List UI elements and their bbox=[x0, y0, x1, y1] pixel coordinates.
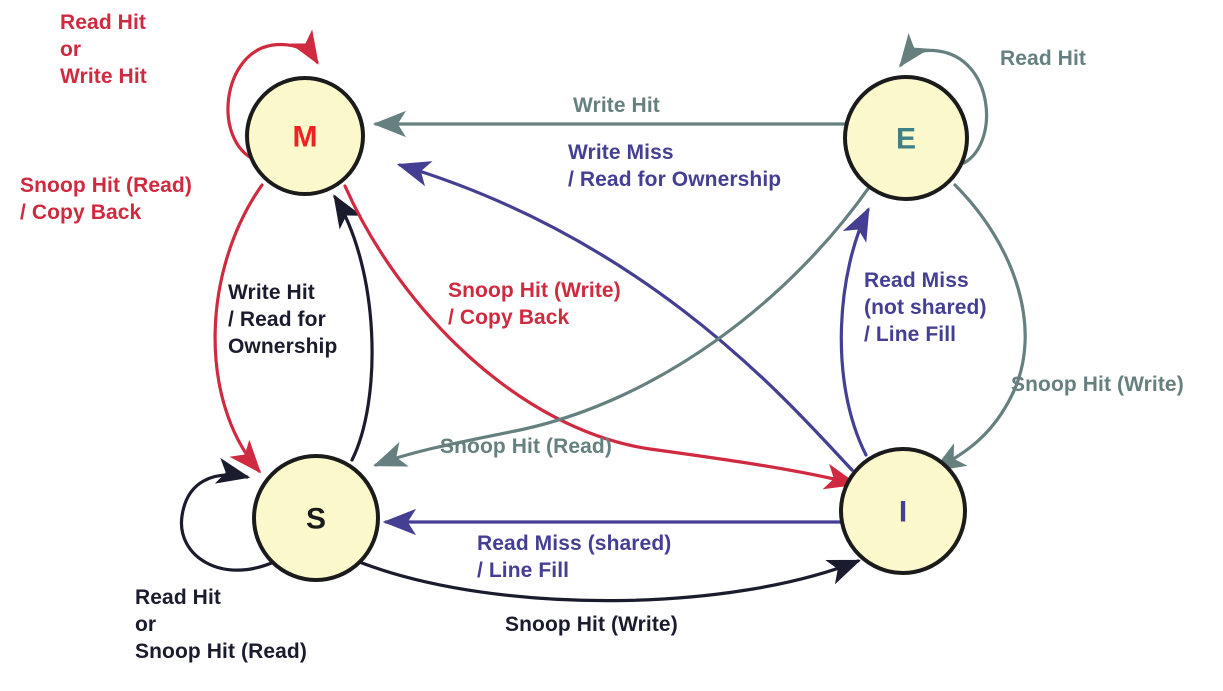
node-s[interactable]: S bbox=[252, 454, 380, 582]
node-e-label: E bbox=[896, 123, 916, 156]
node-s-circle[interactable] bbox=[252, 454, 380, 582]
node-i-circle[interactable] bbox=[839, 447, 967, 575]
node-m[interactable]: M bbox=[245, 76, 365, 196]
label-read-miss-not-shared-line-fill: Read Miss (not shared) / Line Fill bbox=[864, 269, 987, 346]
edge-e-self-loop bbox=[899, 33, 989, 165]
node-m-label: M bbox=[293, 121, 318, 154]
edge-i-to-m bbox=[396, 161, 854, 472]
label-read-miss-shared-line-fill: Read Miss (shared) / Line Fill bbox=[477, 532, 672, 582]
node-i[interactable]: I bbox=[839, 447, 967, 575]
node-e[interactable]: E bbox=[843, 75, 969, 201]
label-snoop-hit-read-copy-back: Snoop Hit (Read) / Copy Back bbox=[20, 174, 192, 224]
label-snoop-hit-read: Snoop Hit (Read) bbox=[440, 435, 612, 458]
node-i-label: I bbox=[899, 496, 907, 529]
edge-s-to-i bbox=[360, 559, 861, 603]
edge-e-to-s bbox=[373, 184, 872, 467]
node-m-circle[interactable] bbox=[245, 76, 365, 196]
label-e-self-loop: Read Hit bbox=[1000, 47, 1086, 70]
label-write-hit-read-for-ownership: Write Hit / Read for Ownership bbox=[228, 281, 338, 358]
label-snoop-hit-write-bottom: Snoop Hit (Write) bbox=[505, 613, 678, 636]
label-snoop-hit-write-copy-back: Snoop Hit (Write) / Copy Back bbox=[448, 279, 621, 329]
label-write-miss-read-for-ownership: Write Miss / Read for Ownership bbox=[568, 141, 782, 191]
edge-m-to-i bbox=[343, 184, 859, 490]
edge-s-to-m bbox=[333, 194, 374, 462]
edge-i-to-e bbox=[839, 207, 870, 457]
label-m-self-loop: Read Hit or Write Hit bbox=[60, 11, 147, 88]
label-write-hit: Write Hit bbox=[573, 94, 660, 117]
label-snoop-hit-write-right: Snoop Hit (Write) bbox=[1011, 373, 1184, 396]
edge-e-to-i bbox=[932, 183, 1027, 472]
node-e-circle[interactable] bbox=[843, 75, 969, 201]
edge-m-to-s bbox=[213, 183, 264, 474]
edge-s-self-loop bbox=[179, 457, 278, 572]
edge-m-self-loop bbox=[226, 29, 319, 162]
node-s-label: S bbox=[306, 503, 326, 536]
label-s-self-loop: Read Hit or Snoop Hit (Read) bbox=[135, 586, 307, 663]
